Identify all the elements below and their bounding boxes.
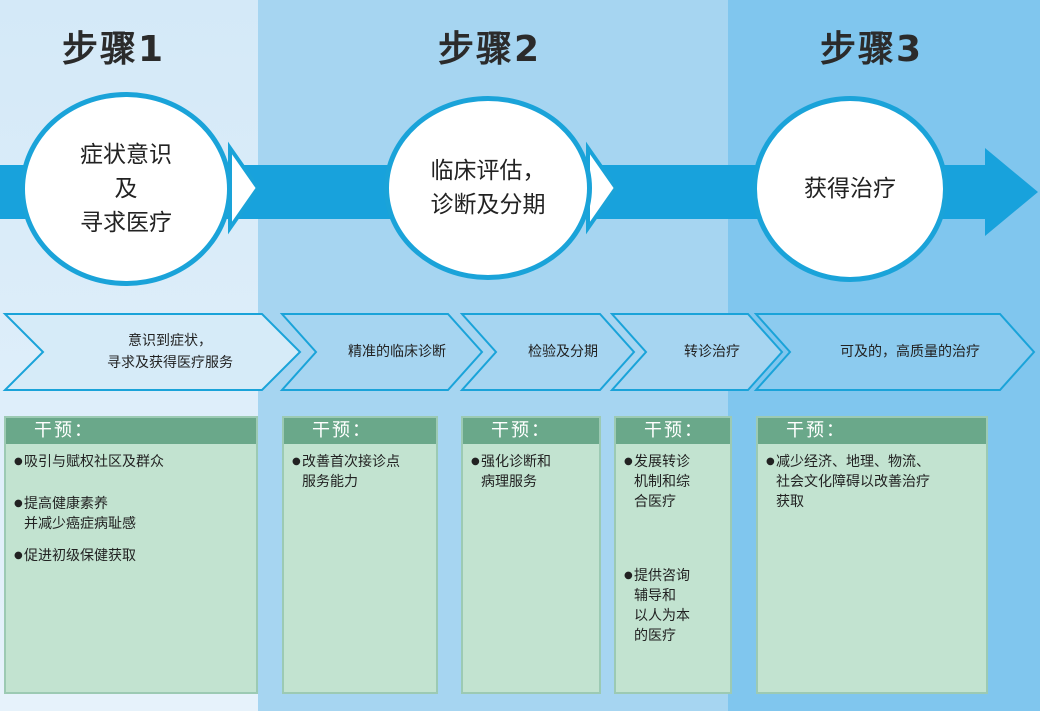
bullet-icon: ●	[624, 570, 633, 581]
step-3-circle-label: 获得治疗	[804, 176, 896, 202]
intervention-header: 干预：	[6, 418, 256, 444]
list-item: ●发展转诊 机制和综 合医疗	[624, 454, 690, 510]
chevron-2	[279, 313, 484, 391]
intervention-header: 干预：	[616, 418, 730, 444]
intervention-box-5: 干预： ●减少经济、地理、物流、 社会文化障碍以改善治疗 获取	[756, 416, 988, 694]
chevron-5	[753, 313, 1036, 391]
intervention-header: 干预：	[758, 418, 986, 444]
step-3-circle: 获得治疗	[752, 96, 948, 282]
step-1-circle: 症状意识 及 寻求医疗	[20, 92, 232, 286]
intervention-header: 干预：	[284, 418, 436, 444]
chevron-1	[2, 313, 302, 391]
list-item: ●改善首次接诊点 服务能力	[292, 454, 400, 490]
intervention-box-4: 干预： ●发展转诊 机制和综 合医疗 ●提供咨询 辅导和 以人为本 的医疗	[614, 416, 732, 694]
list-item: ●减少经济、地理、物流、 社会文化障碍以改善治疗 获取	[766, 454, 930, 510]
chevron-4	[609, 313, 784, 391]
bullet-icon: ●	[14, 550, 23, 561]
list-item: ●强化诊断和 病理服务	[471, 454, 551, 490]
chevron-4-label: 转诊治疗	[684, 344, 740, 360]
bullet-icon: ●	[766, 456, 775, 467]
chevron-3	[459, 313, 636, 391]
list-item: ●提供咨询 辅导和 以人为本 的医疗	[624, 568, 690, 644]
step-2-circle-label: 临床评估， 诊断及分期	[430, 158, 546, 218]
step-2-circle: 临床评估， 诊断及分期	[384, 96, 592, 280]
list-item: ●吸引与赋权社区及群众	[14, 454, 164, 470]
intervention-box-2: 干预： ●改善首次接诊点 服务能力	[282, 416, 438, 694]
chevron-2-label: 精准的临床诊断	[348, 344, 446, 360]
step-3-title: 步骤3	[820, 29, 924, 70]
step-1-circle-label: 症状意识 及 寻求医疗	[80, 142, 172, 236]
bullet-icon: ●	[624, 456, 633, 467]
bullet-icon: ●	[14, 498, 23, 509]
chevron-5-label: 可及的，高质量的治疗	[840, 344, 980, 360]
chevron-3-label: 检验及分期	[528, 344, 598, 360]
list-item: ●提高健康素养 并减少癌症病耻感	[14, 496, 136, 532]
bullet-icon: ●	[14, 456, 23, 467]
chevron-1-label: 意识到症状， 寻求及获得医疗服务	[107, 333, 233, 371]
bullet-icon: ●	[471, 456, 480, 467]
intervention-box-3: 干预： ●强化诊断和 病理服务	[461, 416, 601, 694]
intervention-box-1: 干预： ●吸引与赋权社区及群众 ●提高健康素养 并减少癌症病耻感 ●促进初级保健…	[4, 416, 258, 694]
intervention-header: 干预：	[463, 418, 599, 444]
step-1-title: 步骤1	[62, 29, 166, 70]
bullet-icon: ●	[292, 456, 301, 467]
list-item: ●促进初级保健获取	[14, 548, 136, 564]
step-2-title: 步骤2	[438, 29, 542, 70]
